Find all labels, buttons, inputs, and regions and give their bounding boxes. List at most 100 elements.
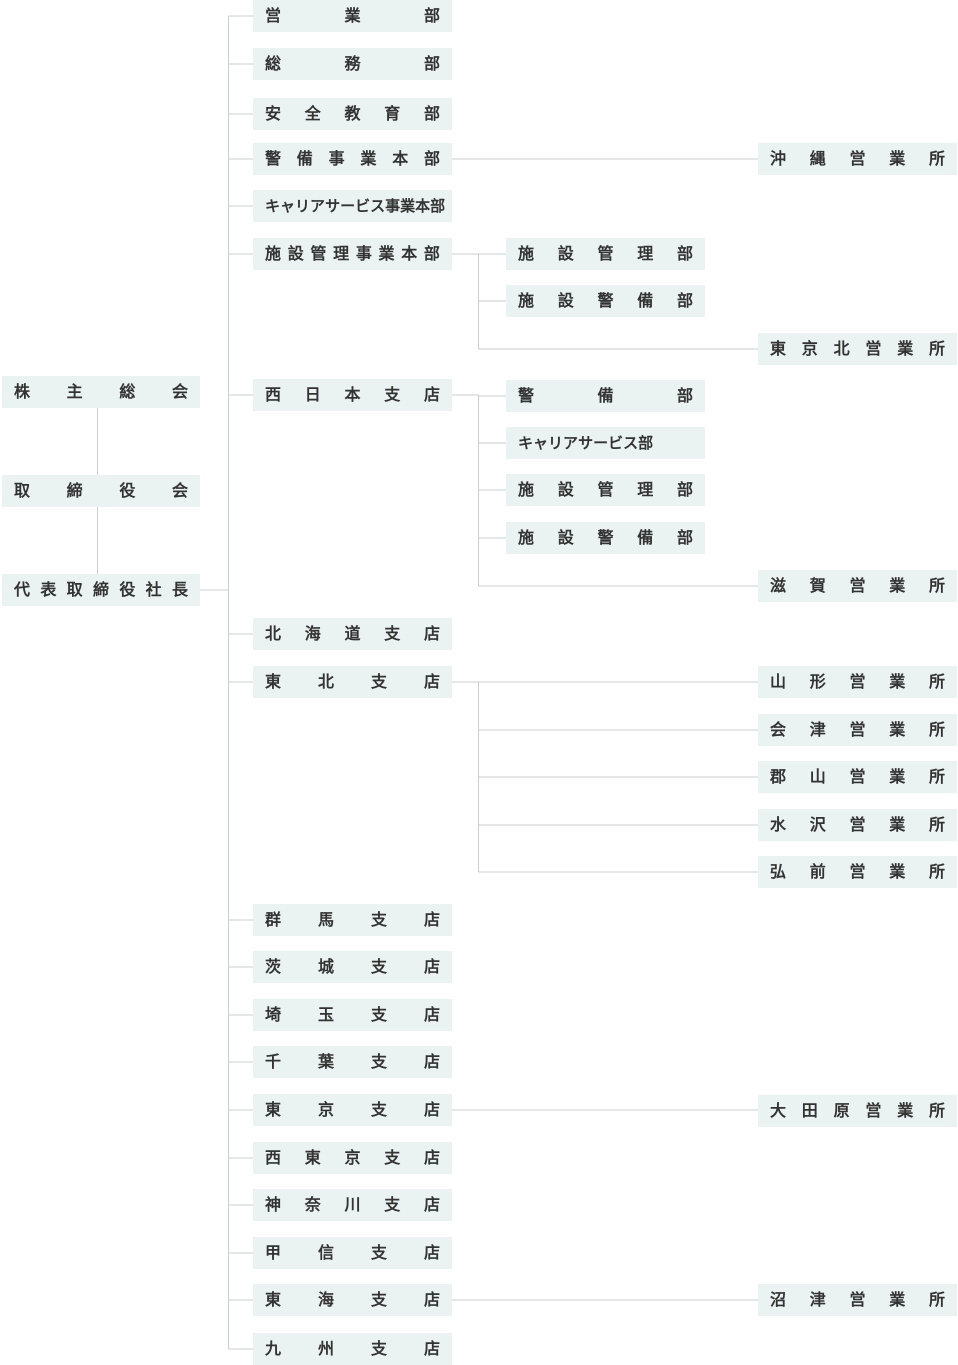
label-char: 設 <box>287 244 304 263</box>
label-char: 備 <box>597 386 614 405</box>
dept-box-facility-management-division: 施設管理事業本部 <box>253 238 452 270</box>
dept-box-sales: 営業部 <box>253 0 452 32</box>
dept-box-general-affairs: 総務部 <box>253 48 452 80</box>
box-label: 東京北営業所 <box>770 333 945 365</box>
label-char: 店 <box>423 1100 440 1119</box>
label-char: 支 <box>370 1243 387 1262</box>
label-char: 設 <box>557 528 574 547</box>
label-char: 部 <box>676 480 693 499</box>
box-label: 警備事業本部 <box>265 143 440 175</box>
label-char: 群 <box>265 910 282 929</box>
label-char: 業 <box>889 576 906 595</box>
label-char: 甲 <box>265 1243 282 1262</box>
label-char: 営 <box>865 1101 882 1120</box>
label-char: 店 <box>423 624 440 643</box>
label-char: 部 <box>423 6 440 25</box>
box-label: 埼玉支店 <box>265 999 440 1031</box>
box-label: 甲信支店 <box>265 1237 440 1269</box>
label-char: 警 <box>597 528 614 547</box>
branch-box-west-japan: 西日本支店 <box>253 379 452 411</box>
label-char: 本 <box>401 244 418 263</box>
box-label: 群馬支店 <box>265 904 440 936</box>
label-char: 川 <box>344 1195 361 1214</box>
label-char: 部 <box>423 149 440 168</box>
label-char: 縄 <box>809 149 826 168</box>
label-char: 設 <box>557 291 574 310</box>
label-char: ャ <box>533 434 549 452</box>
label-char: 部 <box>676 386 693 405</box>
label-char: 営 <box>265 6 282 25</box>
office-box-yamagata: 山形営業所 <box>758 666 957 698</box>
sub-unit-box: 施設管理部 <box>506 238 705 270</box>
box-label: 代表取締役社長 <box>14 574 188 606</box>
label-char: 沖 <box>770 149 787 168</box>
label-char: サ <box>578 434 594 452</box>
label-char: 支 <box>370 910 387 929</box>
sub-unit-box: 施設警備部 <box>506 522 705 554</box>
box-label: 営業部 <box>265 0 440 32</box>
label-char: ビ <box>608 434 624 452</box>
label-char: 店 <box>423 1339 440 1358</box>
label-char: 務 <box>344 54 361 73</box>
label-char: 支 <box>384 624 401 643</box>
label-char: 事 <box>385 197 401 215</box>
label-char: 店 <box>423 385 440 404</box>
label-char: 支 <box>370 1100 387 1119</box>
label-char: 原 <box>833 1101 850 1120</box>
label-char: 総 <box>119 382 136 401</box>
label-char: 東 <box>265 1290 282 1309</box>
label-char: 締 <box>92 580 109 599</box>
label-char: 沼 <box>770 1290 787 1309</box>
label-char: 信 <box>317 1243 334 1262</box>
label-char: 理 <box>637 244 654 263</box>
label-char: 部 <box>423 54 440 73</box>
label-char: 業 <box>889 862 906 881</box>
branch-box-kyushu: 九州支店 <box>253 1333 452 1365</box>
label-char: 業 <box>889 672 906 691</box>
label-char: 備 <box>637 528 654 547</box>
label-char: 東 <box>770 339 787 358</box>
label-char: 京 <box>344 1148 361 1167</box>
box-label: 東京支店 <box>265 1094 440 1126</box>
label-char: 部 <box>423 244 440 263</box>
label-char: 営 <box>849 1290 866 1309</box>
office-box-shiga: 滋賀営業所 <box>758 570 957 602</box>
label-char: キ <box>265 197 281 215</box>
label-char: 業 <box>889 815 906 834</box>
label-char: 大 <box>770 1101 787 1120</box>
label-char: 締 <box>66 481 83 500</box>
label-char: 東 <box>304 1148 321 1167</box>
box-label: 沖縄営業所 <box>770 143 945 175</box>
president-box: 代表取締役社長 <box>2 574 200 606</box>
box-label: キャリアサービス部 <box>518 427 693 459</box>
label-char: 津 <box>809 1290 826 1309</box>
label-char: 部 <box>676 244 693 263</box>
label-char: 警 <box>265 149 282 168</box>
label-char: 西 <box>265 385 282 404</box>
label-char: サ <box>325 197 341 215</box>
label-char: 理 <box>637 480 654 499</box>
label-char: 店 <box>423 1148 440 1167</box>
label-char: 業 <box>889 1290 906 1309</box>
branch-box-hokkaido: 北海道支店 <box>253 618 452 650</box>
label-char: 会 <box>770 720 787 739</box>
box-label: 安全教育部 <box>265 98 440 130</box>
box-label: 総務部 <box>265 48 440 80</box>
label-char: 役 <box>119 481 136 500</box>
label-char: 営 <box>849 767 866 786</box>
box-label: 東海支店 <box>265 1284 440 1316</box>
box-label: 千葉支店 <box>265 1046 440 1078</box>
label-char: 業 <box>889 720 906 739</box>
label-char: 警 <box>597 291 614 310</box>
box-label: 神奈川支店 <box>265 1189 440 1221</box>
label-char: 部 <box>638 434 654 452</box>
box-label: 大田原営業所 <box>770 1095 945 1127</box>
box-label: 施設管理部 <box>518 474 693 506</box>
label-char: 葉 <box>317 1052 334 1071</box>
label-char: 会 <box>171 382 188 401</box>
label-char: 安 <box>265 104 282 123</box>
label-char: 東 <box>265 672 282 691</box>
label-char: 店 <box>423 957 440 976</box>
label-char: 所 <box>928 1290 945 1309</box>
office-box-otawara: 大田原営業所 <box>758 1095 957 1127</box>
